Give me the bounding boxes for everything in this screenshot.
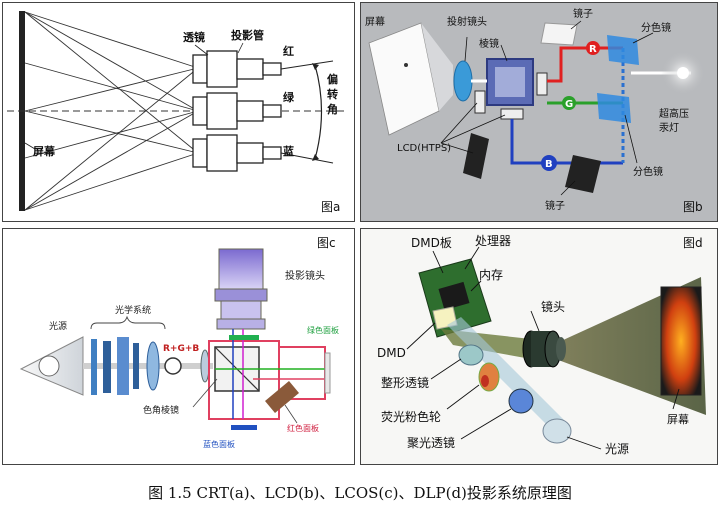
label-angle-2: 转 xyxy=(327,87,338,101)
label-dichroic-top: 分色镜 xyxy=(641,21,671,34)
label-memory: 内存 xyxy=(479,268,503,282)
projection-lens-barrel xyxy=(218,248,264,290)
label-prism: 色角棱镜 xyxy=(143,404,179,416)
label-proj-lens: 投射镜头 xyxy=(447,15,487,28)
projection-rays xyxy=(24,11,199,211)
crt-tube-blue xyxy=(192,134,334,172)
dlp-screen xyxy=(660,286,702,396)
dichroic-mirror-top xyxy=(607,35,639,65)
crt-tube-red xyxy=(192,50,334,88)
label-red: 红 xyxy=(283,44,294,58)
label-angle-3: 角 xyxy=(327,102,338,116)
g-channel-marker xyxy=(562,96,576,110)
label-light: 光源 xyxy=(49,320,67,332)
label-tube: 投影管 xyxy=(231,28,264,42)
dlp-lens xyxy=(522,330,566,368)
label-rgb: R+G+B xyxy=(163,344,199,354)
label-lcd: LCD(HTPS) xyxy=(397,143,451,154)
label-lamp-1: 超高压 xyxy=(659,107,689,120)
label-optics: 光学系统 xyxy=(115,304,151,316)
label-proj-lens: 投影镜头 xyxy=(285,269,325,282)
label-lens: 镜头 xyxy=(541,299,565,314)
label-lamp-2: 汞灯 xyxy=(659,122,679,134)
figure-caption: 图 1.5 CRT(a)、LCD(b)、LCOS(c)、DLP(d)投影系统原理… xyxy=(148,484,572,502)
phosphor-color-wheel xyxy=(478,362,500,392)
optical-system-lenses xyxy=(91,337,160,395)
projection-lens xyxy=(453,60,473,102)
crt-tube-green xyxy=(192,92,282,130)
blue-panel xyxy=(231,425,257,430)
label-wheel: 荧光粉色轮 xyxy=(381,410,441,424)
b-text: B xyxy=(545,159,553,170)
panel-a-tag: 图a xyxy=(321,200,340,214)
label-lens: 透镜 xyxy=(183,30,205,44)
label-processor: 处理器 xyxy=(475,234,511,248)
mirror-left xyxy=(463,133,489,179)
label-dmd-board: DMD板 xyxy=(411,236,452,250)
label-screen: 屏幕 xyxy=(667,412,689,426)
label-blue-panel: 蓝色面板 xyxy=(203,439,235,449)
mirror-top xyxy=(540,22,578,46)
dichroic-mirror-bottom xyxy=(597,93,631,123)
r-channel-marker xyxy=(586,41,600,55)
label-screen: 屏幕 xyxy=(33,144,56,158)
dlp-light-source xyxy=(542,418,572,444)
label-mirror-top: 镜子 xyxy=(573,7,593,20)
label-source: 光源 xyxy=(605,442,629,456)
panel-b-lcd: R G B 屏幕 投射镜头 镜子 棱镜 分色镜 LCD(HTPS) 超高压 汞灯… xyxy=(360,2,718,222)
panel-a-crt: 透镜 投影管 红 绿 蓝 偏 转 角 屏幕 图a xyxy=(2,2,355,222)
panel-c-lcos: 投影镜头 光源 光学系统 R+G+B 色角棱镜 绿色面板 红色面板 蓝色面板 图… xyxy=(2,228,355,465)
panel-d-tag: 图d xyxy=(683,236,703,250)
label-shaping-lens: 整形透镜 xyxy=(381,375,429,390)
condenser-lens xyxy=(508,388,534,414)
green-panel xyxy=(229,335,259,340)
label-prism: 棱镜 xyxy=(479,37,499,50)
label-dichroic-bottom: 分色镜 xyxy=(633,165,663,178)
deflection-angle-arc xyxy=(314,64,323,160)
prism-cube xyxy=(486,58,534,106)
b-channel-marker xyxy=(541,155,557,171)
panel-b-tag: 图b xyxy=(683,200,703,214)
label-mirror-bottom: 镜子 xyxy=(545,199,565,212)
r-text: R xyxy=(589,44,597,55)
panel-d-dlp: DMD板 处理器 内存 镜头 DMD 整形透镜 荧光粉色轮 聚光透镜 光源 屏幕… xyxy=(360,228,718,465)
label-green: 绿 xyxy=(283,90,295,104)
label-screen: 屏幕 xyxy=(365,15,385,28)
panel-c-tag: 图c xyxy=(317,236,336,250)
label-dmd: DMD xyxy=(377,346,406,360)
g-text: G xyxy=(565,99,573,110)
mirror-bottom xyxy=(565,155,601,193)
label-red-panel: 红色面板 xyxy=(287,423,319,433)
label-blue: 蓝 xyxy=(283,144,294,158)
label-green-panel: 绿色面板 xyxy=(307,325,339,335)
label-condenser: 聚光透镜 xyxy=(407,435,455,450)
shaping-lens xyxy=(458,344,484,366)
label-angle-1: 偏 xyxy=(327,72,338,86)
red-panel xyxy=(265,381,299,413)
